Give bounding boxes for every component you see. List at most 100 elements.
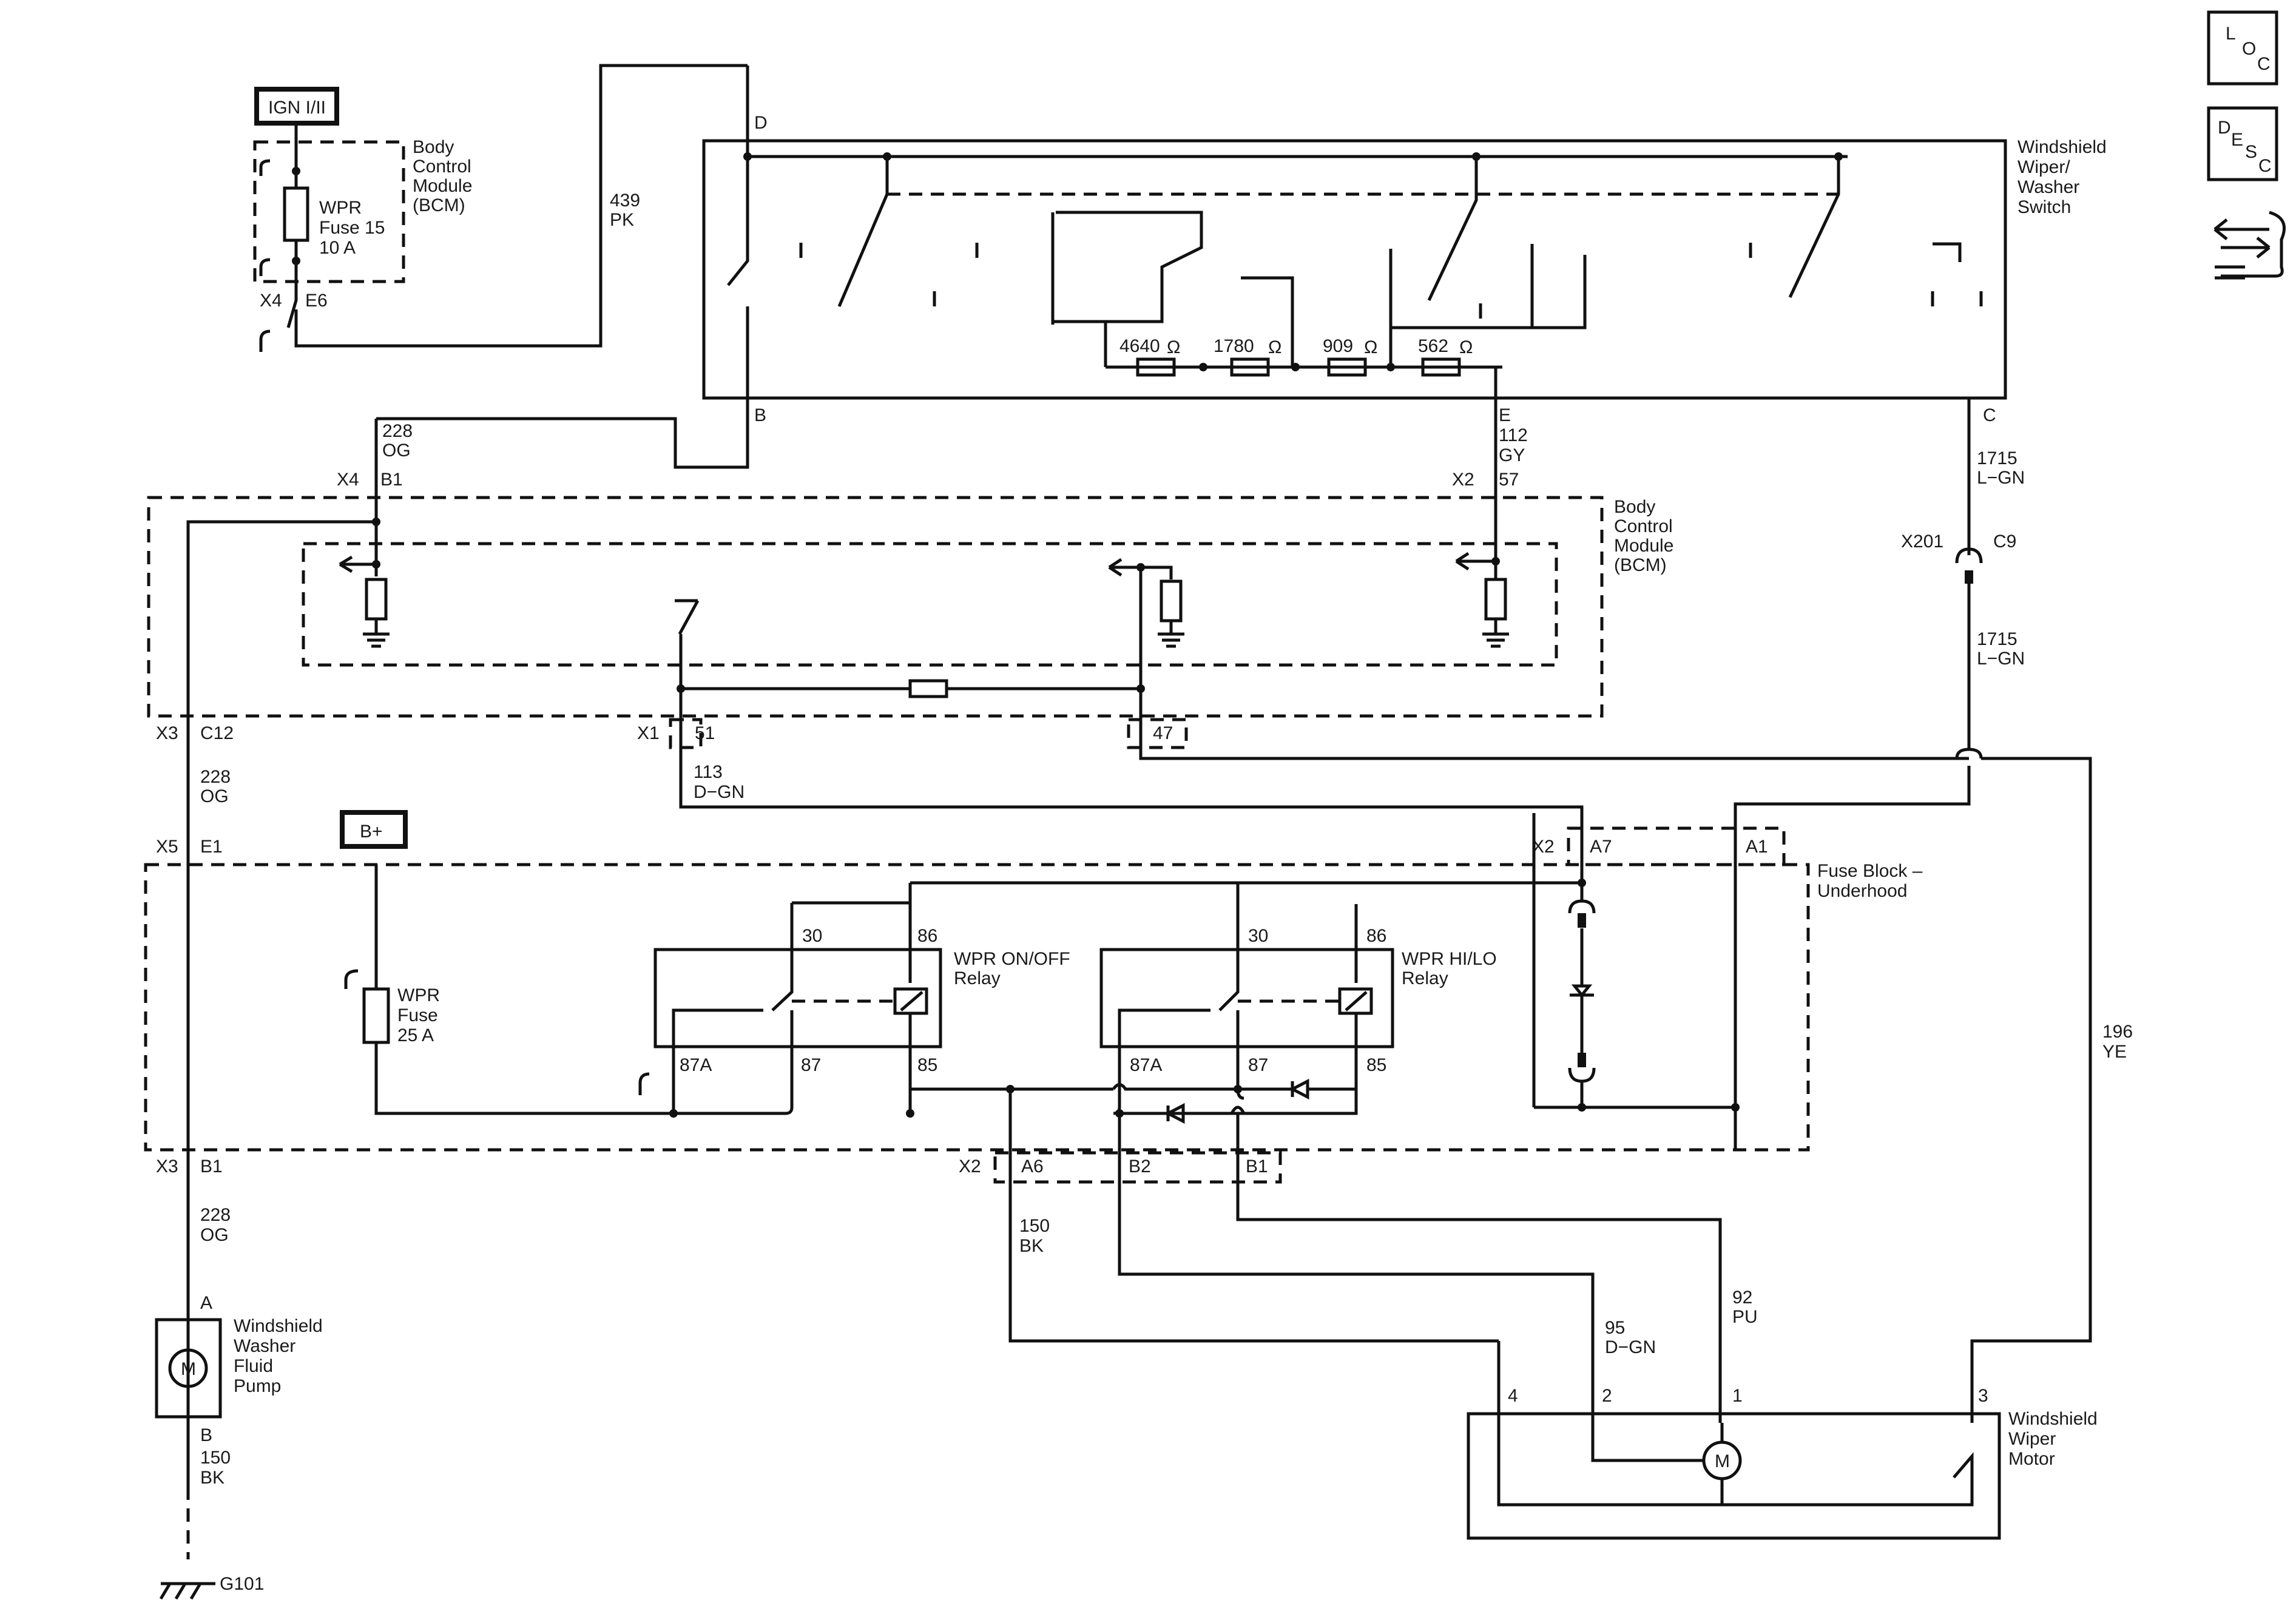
- relay2-pin85: 85: [1366, 1055, 1386, 1075]
- bcm-x4-label: X4: [337, 470, 359, 490]
- fb-a6-label: A6: [1021, 1156, 1044, 1176]
- switch-pin-e: E: [1499, 405, 1511, 425]
- inline-connector-x201: X201 C9 1715 L−GN: [1734, 532, 2025, 1104]
- wiper-washer-switch: 4640 Ω 1780 Ω 909 Ω 562 Ω D B E C Windsh…: [376, 66, 2107, 559]
- fuse-block-underhood: X5 E1 X2 A7 A1 Fuse Block – Underhood B+…: [144, 805, 1923, 1423]
- relay2-label-1: WPR HI/LO: [1402, 949, 1497, 969]
- fuse15-label-1: WPR: [319, 198, 362, 218]
- location-icon[interactable]: L O C: [2207, 10, 2278, 86]
- motor-title-1: Windshield: [2008, 1409, 2098, 1429]
- pump-title-3: Fluid: [234, 1356, 273, 1376]
- pump-motor-m: M: [181, 1359, 196, 1379]
- fb-x2-top-label: X2: [1532, 837, 1555, 857]
- bcm-top-title-4: (BCM): [413, 195, 465, 215]
- motor-pin2: 2: [1602, 1386, 1612, 1406]
- relay2-pin86: 86: [1366, 926, 1386, 946]
- wire-228a-color: OG: [382, 441, 411, 461]
- washer-fluid-pump: A M B Windshield Washer Fluid Pump 150 B…: [155, 1293, 323, 1600]
- desc-letter-c2: C: [2258, 156, 2272, 176]
- bcm-c12-label: C12: [200, 723, 234, 743]
- wire-439-label: 439 PK: [610, 191, 640, 230]
- bcm-title-1: Body: [1614, 497, 1655, 517]
- fb-x2-bot-label: X2: [959, 1156, 981, 1176]
- res-4640-label: 4640: [1119, 336, 1160, 356]
- wiper-motor: M 4 2 1 3 Windshield Wiper Motor: [1467, 1341, 2098, 1540]
- motor-pin4: 4: [1508, 1386, 1518, 1406]
- wire-112-color: GY: [1499, 445, 1525, 465]
- bcm-module: X4 B1 X2 57 Body Control Module (BCM): [147, 470, 1969, 1487]
- bcm-top-title-3: Module: [413, 176, 472, 196]
- relay2-pin30: 30: [1248, 926, 1268, 946]
- wire-228b-num: 228: [200, 767, 231, 787]
- bcm-pin47-label: 47: [1153, 723, 1173, 743]
- resistor-909: [1327, 357, 1367, 377]
- fuse25-label-2: Fuse: [397, 1005, 438, 1025]
- bplus-label: B+: [360, 822, 383, 842]
- pump-title-1: Windshield: [234, 1316, 323, 1336]
- bcm-top-title-2: Control: [413, 157, 471, 177]
- bcm-top-conn: X4: [260, 291, 282, 311]
- wire-150a-num: 150: [1019, 1216, 1050, 1236]
- switch-pin-c: C: [1983, 405, 1996, 425]
- desc-letter-e: E: [2231, 130, 2243, 150]
- switch-title-2: Wiper/: [2017, 157, 2070, 177]
- fuse15-label-2: Fuse 15: [319, 218, 385, 238]
- pump-title-2: Washer: [234, 1336, 295, 1356]
- res-562-label: 562: [1418, 336, 1448, 356]
- desc-letter-s: S: [2245, 142, 2257, 162]
- loc-letter-l: L: [2226, 24, 2236, 44]
- wire-228c-num: 228: [200, 1205, 231, 1225]
- wire-228b-color: OG: [200, 786, 229, 806]
- res-4640-ohm: Ω: [1167, 337, 1180, 357]
- fuse15-label-3: 10 A: [319, 238, 356, 258]
- wire-439-color: PK: [610, 210, 634, 230]
- x201-pin-label: C9: [1993, 532, 2016, 552]
- motor-pin3: 3: [1978, 1386, 1988, 1406]
- wire-228c-color: OG: [200, 1225, 229, 1245]
- fb-a1-label: A1: [1746, 837, 1768, 857]
- repair-tools-icon[interactable]: [2213, 211, 2286, 280]
- fuse25-label-3: 25 A: [397, 1025, 434, 1045]
- motor-title-3: Motor: [2008, 1449, 2055, 1469]
- description-icon[interactable]: D E S C: [2207, 106, 2278, 181]
- fb-title-2: Underhood: [1817, 881, 1907, 901]
- wire-196: [1970, 757, 2092, 1423]
- wire-196-color: YE: [2102, 1042, 2127, 1062]
- relay2-pin87: 87: [1248, 1055, 1268, 1075]
- relay1-pin87: 87: [801, 1055, 821, 1075]
- bcm-title-4: (BCM): [1614, 555, 1667, 575]
- relay1-label-1: WPR ON/OFF: [954, 949, 1070, 969]
- wire-113-num: 113: [694, 762, 723, 782]
- res-1780-ohm: Ω: [1268, 337, 1281, 357]
- switch-pin-b: B: [754, 405, 766, 425]
- relay-on-off: [653, 948, 942, 1048]
- pump-title-4: Pump: [234, 1376, 281, 1396]
- motor-title-2: Wiper: [2008, 1429, 2056, 1449]
- relay1-pin85: 85: [917, 1055, 937, 1075]
- pump-pin-a: A: [200, 1293, 212, 1313]
- res-909-ohm: Ω: [1364, 337, 1377, 357]
- ign-label: IGN I/II: [268, 98, 326, 118]
- relay1-pin87a: 87A: [680, 1055, 712, 1075]
- resistor-4640: [1136, 357, 1176, 377]
- relay1-pin86: 86: [917, 926, 937, 946]
- switch-title-3: Washer: [2017, 177, 2079, 197]
- fb-x3-label: X3: [156, 1156, 178, 1176]
- relay1-pin30: 30: [802, 926, 822, 946]
- wire-228a-num: 228: [382, 421, 413, 441]
- relay-hi-lo: [1099, 948, 1394, 1048]
- bcm-b1-label: B1: [380, 470, 403, 490]
- bcm-title-3: Module: [1614, 536, 1673, 556]
- desc-letter-d: D: [2218, 118, 2231, 138]
- switch-pin-d: D: [754, 113, 768, 133]
- fb-title-1: Fuse Block –: [1817, 861, 1923, 881]
- ground-symbol: [159, 1582, 215, 1600]
- wire-112-num: 112: [1499, 425, 1528, 445]
- wire-228-112: [374, 419, 1497, 559]
- switch-title-1: Windshield: [2017, 137, 2107, 157]
- wire-95-num: 95: [1605, 1318, 1625, 1338]
- res-1780-label: 1780: [1214, 336, 1254, 356]
- fuse-25a-symbol: [362, 987, 390, 1044]
